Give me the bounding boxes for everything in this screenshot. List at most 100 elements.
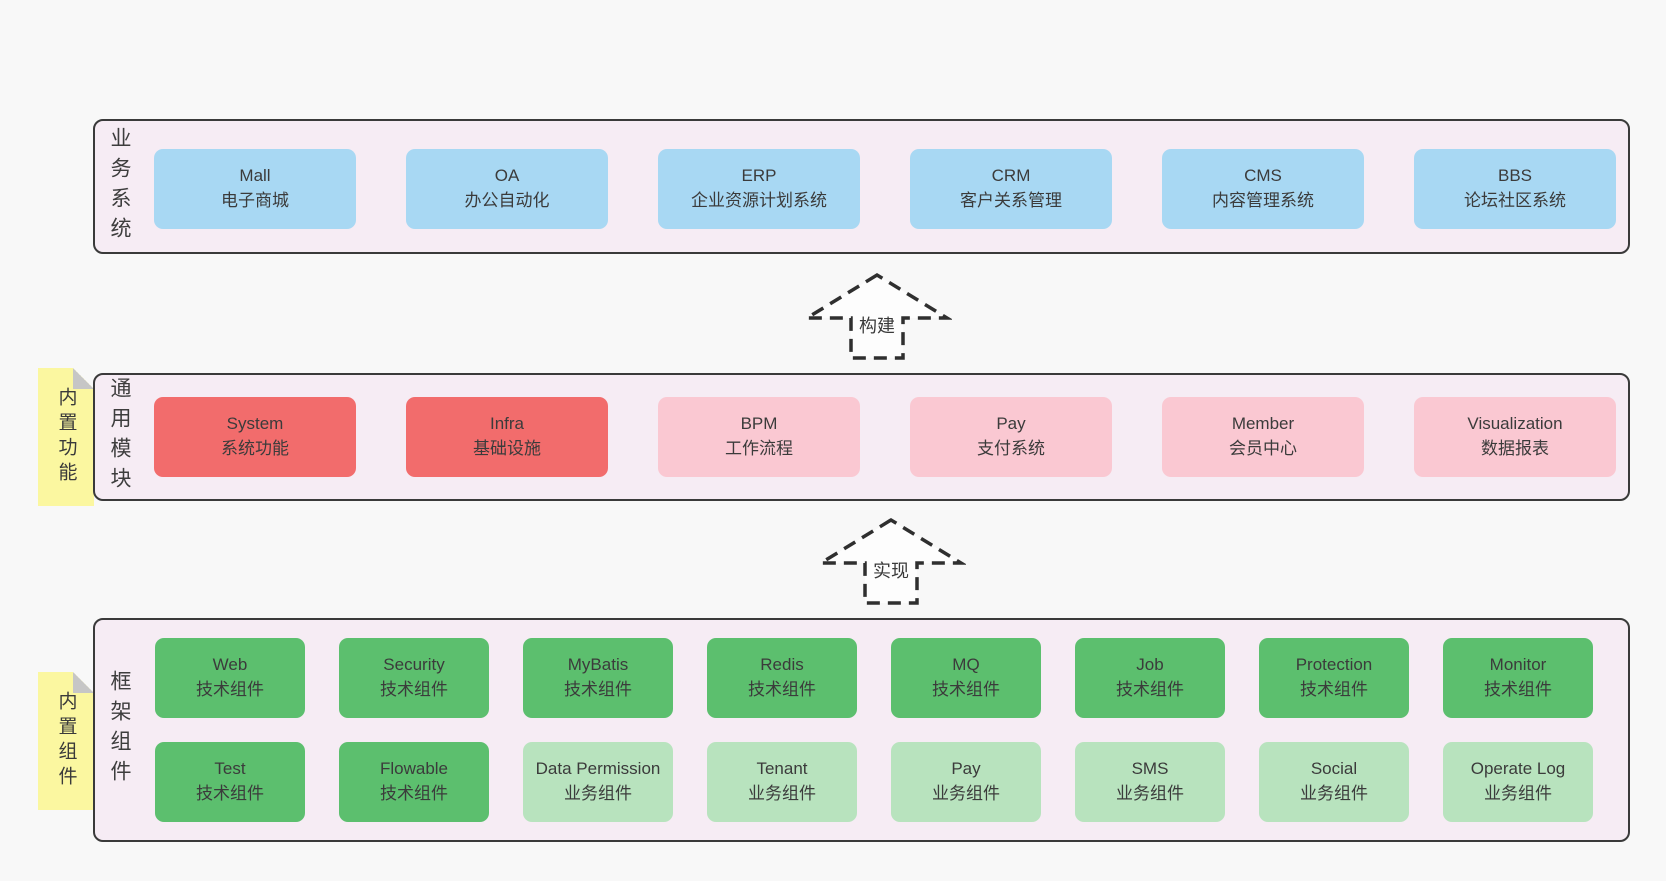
- module-box-operate-log: Operate Log 业务组件: [1443, 742, 1593, 822]
- box-subtitle: 业务组件: [564, 784, 632, 803]
- module-box-mq: MQ 技术组件: [891, 638, 1041, 718]
- box-subtitle: 技术组件: [748, 680, 816, 699]
- box-title: SMS: [1131, 759, 1169, 779]
- box-title: Flowable: [379, 759, 449, 779]
- box-title: Pay: [996, 414, 1026, 434]
- module-box-crm: CRM 客户关系管理: [910, 149, 1112, 229]
- box-title: CMS: [1244, 166, 1282, 186]
- sticky-note-built-in-features: 内置功能: [38, 368, 94, 506]
- box-title: System: [226, 414, 284, 434]
- box-title: Tenant: [756, 759, 808, 779]
- box-title: Protection: [1295, 655, 1373, 675]
- box-title: Member: [1231, 414, 1295, 434]
- box-subtitle: 办公自动化: [464, 191, 550, 210]
- arrow-label: 构建: [856, 312, 898, 338]
- box-title: Infra: [489, 414, 525, 434]
- box-subtitle: 技术组件: [380, 784, 448, 803]
- layer-label: 通用模块: [108, 377, 131, 497]
- box-subtitle: 会员中心: [1229, 439, 1297, 458]
- layer-label: 业务系统: [108, 126, 131, 247]
- box-subtitle: 技术组件: [380, 680, 448, 699]
- box-subtitle: 企业资源计划系统: [691, 191, 827, 210]
- box-title: Job: [1136, 655, 1164, 675]
- box-subtitle: 技术组件: [1116, 680, 1184, 699]
- box-title: Test: [214, 759, 246, 779]
- module-box-mall: Mall 电子商城: [154, 149, 356, 229]
- box-subtitle: 电子商城: [221, 191, 289, 210]
- module-box-web: Web 技术组件: [155, 638, 305, 718]
- box-subtitle: 业务组件: [1300, 784, 1368, 803]
- box-title: CRM: [991, 166, 1031, 186]
- module-box-sms: SMS 业务组件: [1075, 742, 1225, 822]
- module-box-tenant: Tenant 业务组件: [707, 742, 857, 822]
- module-box-protection: Protection 技术组件: [1259, 638, 1409, 718]
- box-title: Web: [212, 655, 248, 675]
- box-title: MyBatis: [567, 655, 629, 675]
- module-box-pay: Pay 支付系统: [910, 397, 1112, 477]
- module-box-member: Member 会员中心: [1162, 397, 1364, 477]
- box-subtitle: 客户关系管理: [960, 191, 1062, 210]
- box-subtitle: 系统功能: [221, 439, 289, 458]
- box-subtitle: 技术组件: [196, 784, 264, 803]
- module-box-redis: Redis 技术组件: [707, 638, 857, 718]
- box-subtitle: 业务组件: [748, 784, 816, 803]
- sticky-note-label: 内置组件: [55, 691, 77, 791]
- box-subtitle: 数据报表: [1481, 439, 1549, 458]
- implement-arrow-icon: 实现: [816, 515, 966, 607]
- box-title: Security: [383, 655, 445, 675]
- module-box-flowable: Flowable 技术组件: [339, 742, 489, 822]
- box-title: Mall: [239, 166, 271, 186]
- layer-business-systems: 业务系统 Mall 电子商城 OA 办公自动化 ERP 企业资源计划系统 CRM 客户关系管理…: [93, 119, 1630, 254]
- box-title: Visualization: [1467, 414, 1563, 434]
- box-title: ERP: [741, 166, 777, 186]
- box-title: Data Permission: [535, 759, 661, 779]
- box-subtitle: 业务组件: [1484, 784, 1552, 803]
- box-subtitle: 支付系统: [977, 439, 1045, 458]
- module-box-social: Social 业务组件: [1259, 742, 1409, 822]
- box-title: Operate Log: [1470, 759, 1566, 779]
- module-box-infra: Infra 基础设施: [406, 397, 608, 477]
- box-title: OA: [494, 166, 520, 186]
- box-subtitle: 技术组件: [1484, 680, 1552, 699]
- module-box-bbs: BBS 论坛社区系统: [1414, 149, 1616, 229]
- box-subtitle: 基础设施: [473, 439, 541, 458]
- box-title: Monitor: [1489, 655, 1547, 675]
- box-subtitle: 工作流程: [725, 439, 793, 458]
- module-box-job: Job 技术组件: [1075, 638, 1225, 718]
- module-box-test: Test 技术组件: [155, 742, 305, 822]
- box-subtitle: 业务组件: [1116, 784, 1184, 803]
- box-title: Redis: [760, 655, 804, 675]
- box-title: BBS: [1497, 166, 1533, 186]
- box-subtitle: 技术组件: [932, 680, 1000, 699]
- layer-label: 框架组件: [108, 670, 131, 790]
- module-box-monitor: Monitor 技术组件: [1443, 638, 1593, 718]
- box-subtitle: 技术组件: [1300, 680, 1368, 699]
- build-arrow-icon: 构建: [802, 270, 952, 362]
- box-subtitle: 技术组件: [196, 680, 264, 699]
- module-box-oa: OA 办公自动化: [406, 149, 608, 229]
- module-box-security: Security 技术组件: [339, 638, 489, 718]
- module-box-data-permission: Data Permission 业务组件: [523, 742, 673, 822]
- module-box-erp: ERP 企业资源计划系统: [658, 149, 860, 229]
- module-box-visualization: Visualization 数据报表: [1414, 397, 1616, 477]
- box-title: Pay: [951, 759, 981, 779]
- box-title: MQ: [952, 655, 980, 675]
- box-subtitle: 论坛社区系统: [1464, 191, 1566, 210]
- box-title: Social: [1310, 759, 1358, 779]
- arrow-label: 实现: [870, 557, 912, 583]
- module-box-system: System 系统功能: [154, 397, 356, 477]
- sticky-note-built-in-components: 内置组件: [38, 672, 94, 810]
